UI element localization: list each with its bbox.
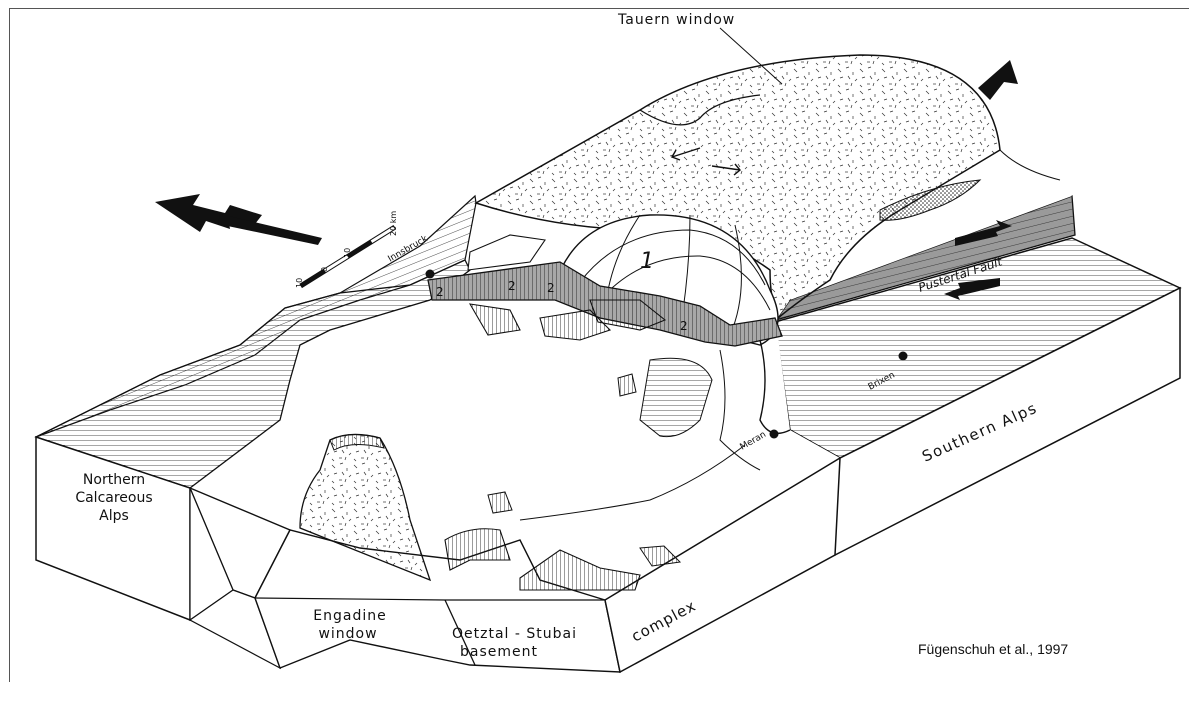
tauern-window-label: Tauern window <box>617 12 735 28</box>
brixen-dot <box>899 352 908 361</box>
north-arrow-icon <box>155 194 322 245</box>
oetztal-label-1: Oetztal - Stubai <box>452 626 577 642</box>
scale-tick-0: 10 <box>295 278 304 288</box>
scale-tick-2: 10 <box>343 248 352 258</box>
oetztal-label-2: basement <box>460 644 538 660</box>
band-number-1: 2 <box>436 285 444 299</box>
northern-label-3: Alps <box>99 508 129 524</box>
scale-tick-3: 20 km <box>389 211 398 236</box>
extension-arrow-icon <box>978 60 1018 100</box>
dome-number: 1 <box>640 249 654 274</box>
northern-label-1: Northern <box>83 472 145 488</box>
scale-tick-1: 0 <box>320 267 329 272</box>
band-number-3: 2 <box>547 281 555 295</box>
band-number-2: 2 <box>508 279 516 293</box>
innsbruck-dot <box>426 270 435 279</box>
citation: Fügenschuh et al., 1997 <box>918 641 1068 657</box>
meran-dot <box>770 430 779 439</box>
band-number-4: 2 <box>680 319 688 333</box>
engadine-label-2: window <box>318 626 377 642</box>
northern-label-2: Calcareous <box>75 490 152 506</box>
engadine-label-1: Engadine <box>313 608 386 624</box>
